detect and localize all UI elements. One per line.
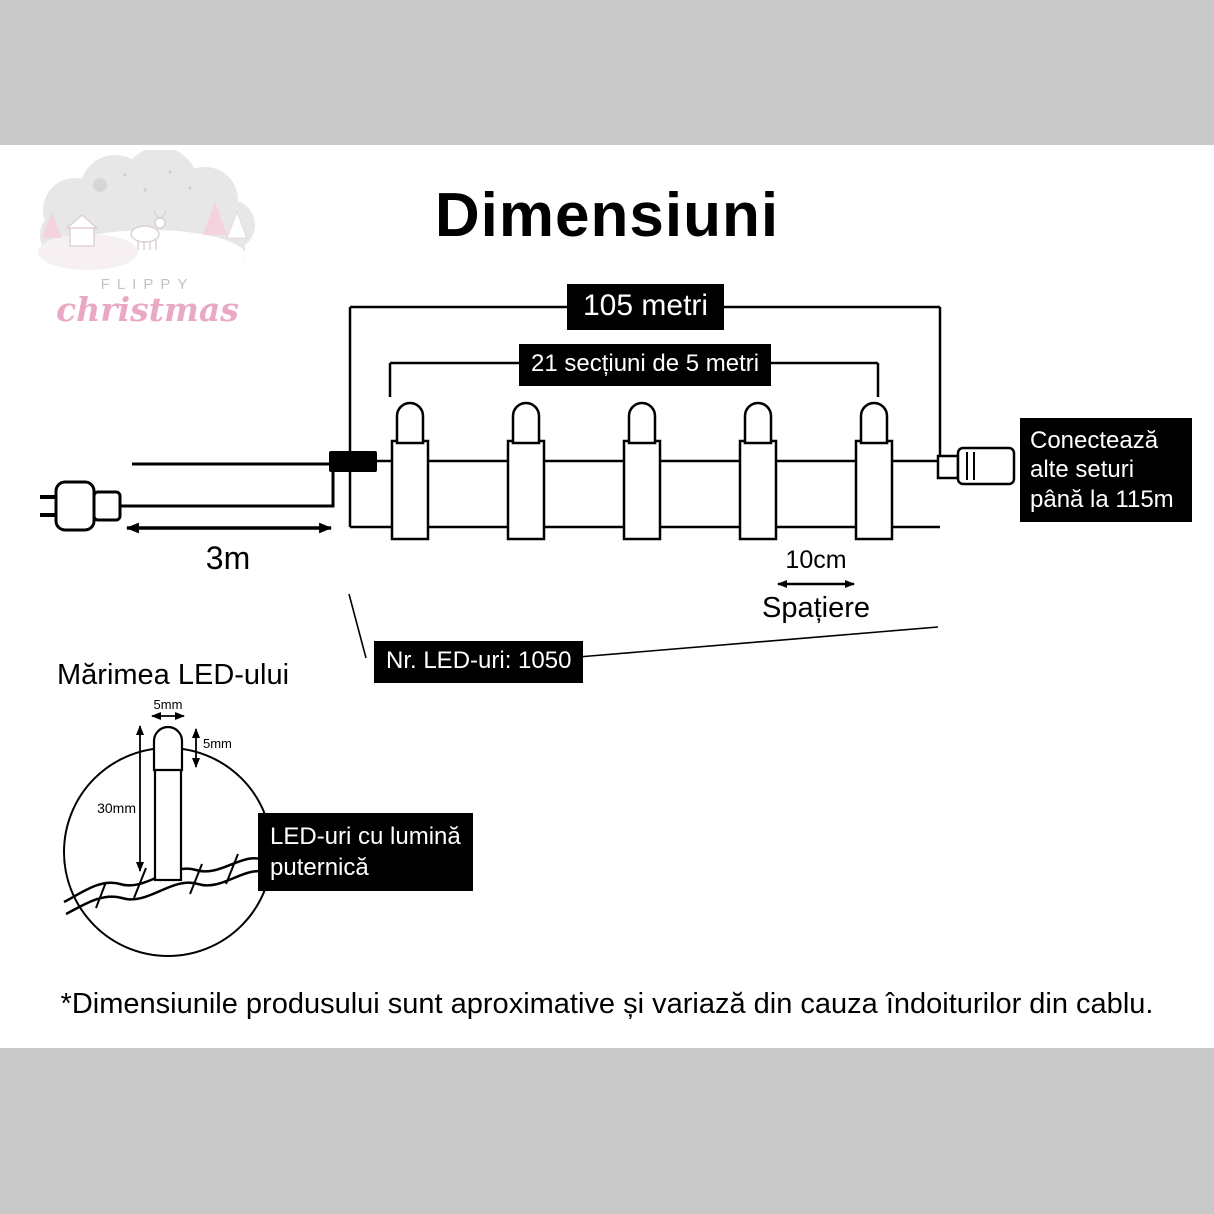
bulb-height-label: 5mm	[203, 736, 232, 751]
led-bulb	[390, 401, 430, 541]
led-brightness-line: puternică	[270, 854, 369, 882]
connector-note-tag: Conectează alte seturi până la 115m	[1020, 418, 1192, 522]
page-title: Dimensiuni	[434, 181, 780, 250]
led-string	[390, 401, 894, 541]
connector-note-line: alte seturi	[1030, 456, 1135, 484]
connector-note-line: până la 115m	[1030, 485, 1174, 513]
end-connector-icon	[936, 446, 1016, 486]
deer-icon	[130, 210, 167, 250]
trees-icon	[42, 202, 248, 239]
led-brightness-line: LED-uri cu lumină	[270, 823, 461, 850]
sections-tag: 21 secțiuni de 5 metri	[519, 344, 772, 386]
bulb-width-label: 5mm	[153, 697, 183, 712]
total-length-tag: 105 metri	[567, 284, 725, 330]
led-size-detail	[63, 712, 273, 957]
house-icon	[65, 214, 99, 247]
brand-name: FLIPPY	[100, 276, 195, 293]
led-count-tag: Nr. LED-uri: 1050	[374, 641, 584, 683]
led-count-callout-lines	[348, 593, 939, 659]
led-height-label: 30mm	[97, 800, 136, 816]
led-bulb	[854, 401, 894, 541]
led-bulb	[622, 401, 662, 541]
power-plug-icon	[40, 480, 122, 532]
led-bulb	[506, 401, 546, 541]
brand-logo: FLIPPY christmas	[30, 147, 265, 365]
brand-wordmark: christmas	[56, 290, 239, 329]
led-size-heading: Mărimea LED-ului	[57, 659, 290, 691]
brand-logo-illustration	[38, 147, 255, 282]
led-brightness-tag: LED-uri cu lumină puternică	[258, 813, 473, 892]
disclaimer-footnote: *Dimensiunile produsului sunt aproximati…	[60, 988, 1154, 1020]
spacing-value-label: 10cm	[785, 546, 847, 574]
moon-icon	[93, 178, 107, 192]
lead-wire	[120, 462, 335, 508]
big-led-bulb	[152, 725, 184, 882]
spacing-word-label: Spațiere	[761, 592, 870, 624]
led-bulb	[738, 401, 778, 541]
lead-length-label: 3m	[205, 540, 251, 576]
connector-note-line: Conectează	[1030, 427, 1159, 454]
stars-icon	[123, 170, 192, 192]
